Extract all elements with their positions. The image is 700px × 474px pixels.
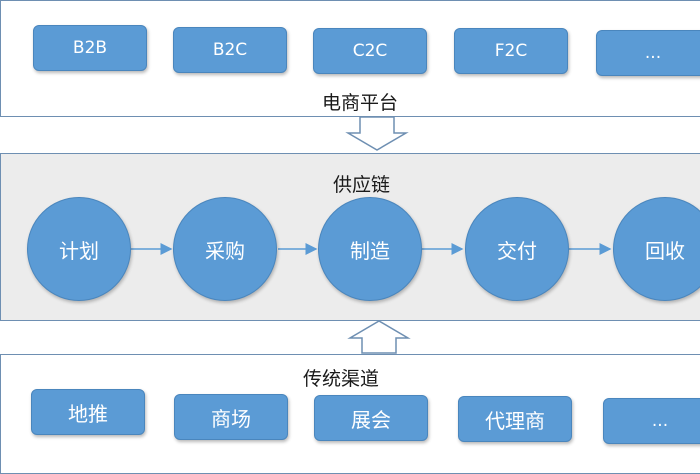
platform-box-b2b: B2B [33,25,147,71]
platform-box-c2c: C2C [313,28,427,74]
supply-chain-title: 供应链 [333,174,391,196]
channel-box-more: ... [603,398,700,444]
ecommerce-platform-title: 电商平台 [322,92,399,114]
channel-box-mall: 商场 [174,394,288,440]
channel-box-ground-promotion: 地推 [31,389,145,435]
step-recycle: 回收 [613,197,700,301]
traditional-channel-title: 传统渠道 [303,368,380,390]
channel-box-agent: 代理商 [458,396,572,442]
step-manufacture: 制造 [318,197,422,301]
platform-box-b2c: B2C [173,27,287,73]
step-procure: 采购 [173,197,277,301]
step-deliver: 交付 [465,197,569,301]
hollow-down-arrow [345,116,409,151]
hollow-up-arrow [347,320,411,354]
platform-box-more: ... [596,30,700,76]
channel-box-exhibition: 展会 [314,395,428,441]
step-plan: 计划 [27,197,131,301]
platform-box-f2c: F2C [454,28,568,74]
